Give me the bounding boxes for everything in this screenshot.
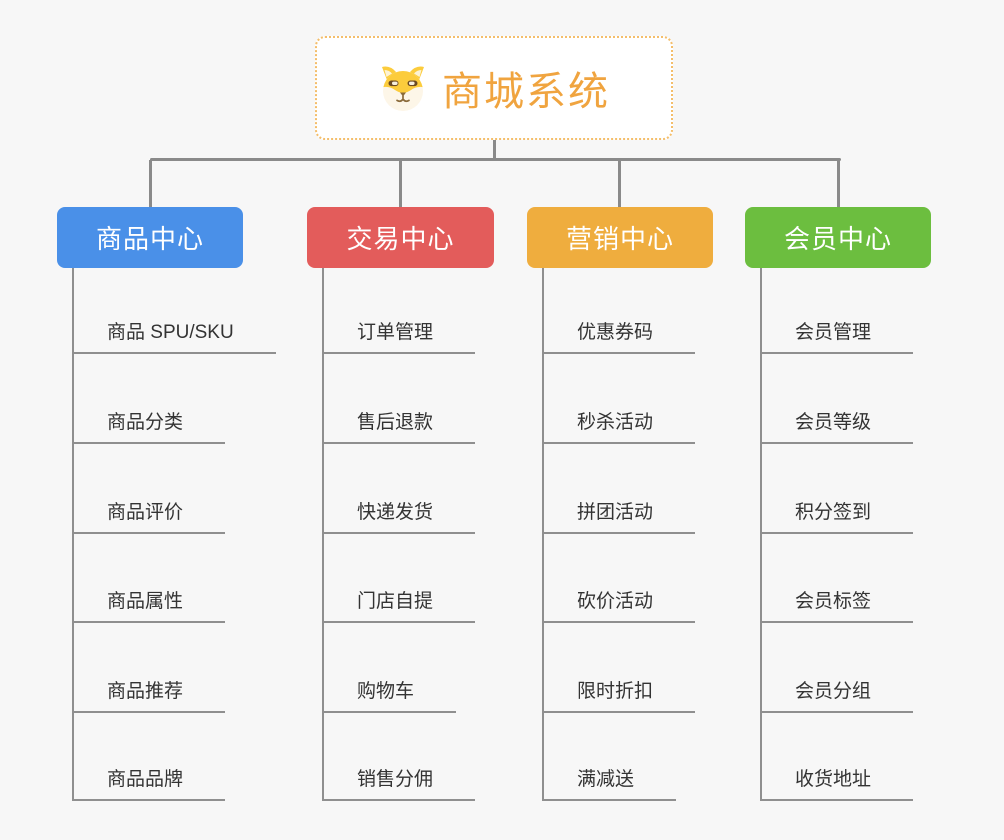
- leaf-item[interactable]: 订单管理: [322, 319, 476, 354]
- leaf-item[interactable]: 商品推荐: [72, 678, 226, 713]
- root-node[interactable]: 商城系统: [315, 36, 673, 140]
- leaf-item[interactable]: 商品 SPU/SKU: [72, 319, 276, 354]
- connector-root-stub: [493, 140, 496, 159]
- leaf-item[interactable]: 限时折扣: [542, 678, 696, 713]
- leaf-item[interactable]: 门店自提: [322, 588, 476, 623]
- connector-drop: [399, 160, 402, 207]
- connector-drop: [618, 160, 621, 207]
- leaf-item[interactable]: 购物车: [322, 678, 457, 713]
- leaf-item[interactable]: 砍价活动: [542, 588, 696, 623]
- dog-face-icon: [382, 66, 424, 111]
- leaf-item[interactable]: 售后退款: [322, 409, 476, 444]
- leaf-item[interactable]: 积分签到: [760, 499, 914, 534]
- branch-node-marketing-center[interactable]: 营销中心: [527, 207, 713, 268]
- leaf-item[interactable]: 商品品牌: [72, 766, 226, 801]
- leaf-item[interactable]: 满减送: [542, 766, 677, 801]
- branch-trunk-line: [542, 268, 544, 801]
- leaf-item[interactable]: 收货地址: [760, 766, 914, 801]
- branch-node-member-center[interactable]: 会员中心: [745, 207, 931, 268]
- root-label: 商城系统: [442, 70, 610, 114]
- leaf-item[interactable]: 拼团活动: [542, 499, 696, 534]
- leaf-item[interactable]: 商品分类: [72, 409, 226, 444]
- leaf-item[interactable]: 优惠券码: [542, 319, 696, 354]
- leaf-item[interactable]: 商品属性: [72, 588, 226, 623]
- leaf-item[interactable]: 会员分组: [760, 678, 914, 713]
- connector-drop: [837, 160, 840, 207]
- branch-trunk-line: [760, 268, 762, 801]
- connector-drop: [149, 160, 152, 207]
- branch-trunk-line: [322, 268, 324, 801]
- connector-bus: [150, 158, 841, 161]
- branch-trunk-line: [72, 268, 74, 801]
- branch-node-trade-center[interactable]: 交易中心: [307, 207, 494, 268]
- leaf-item[interactable]: 会员标签: [760, 588, 914, 623]
- leaf-item[interactable]: 会员等级: [760, 409, 914, 444]
- leaf-item[interactable]: 商品评价: [72, 499, 226, 534]
- leaf-item[interactable]: 会员管理: [760, 319, 914, 354]
- leaf-item[interactable]: 秒杀活动: [542, 409, 696, 444]
- leaf-item[interactable]: 快递发货: [322, 499, 476, 534]
- branch-node-product-center[interactable]: 商品中心: [57, 207, 243, 268]
- leaf-item[interactable]: 销售分佣: [322, 766, 476, 801]
